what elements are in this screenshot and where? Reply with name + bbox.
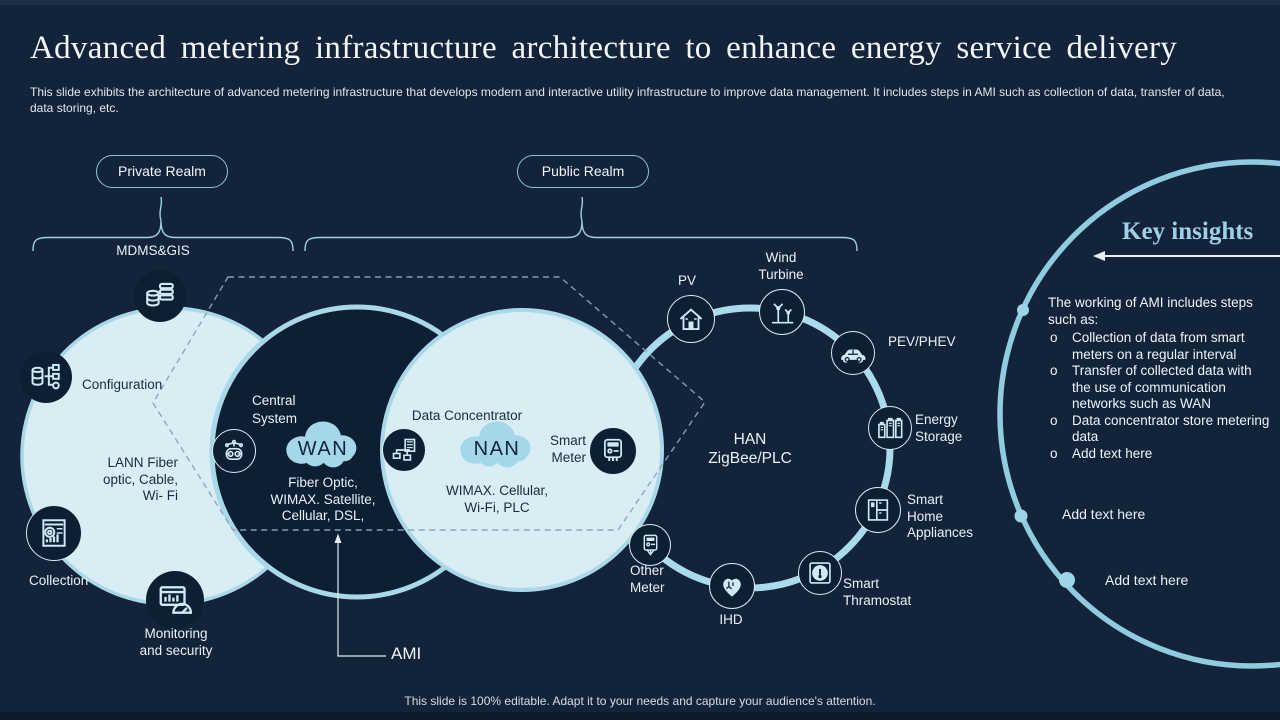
wan-tech-label: Fiber Optic, WIMAX. Satellite, Cellular,… bbox=[270, 475, 376, 523]
wind-turbine-label: Wind Turbine bbox=[758, 250, 804, 282]
insights-arrowhead bbox=[1093, 251, 1105, 261]
smart-home-appliances-icon bbox=[855, 487, 901, 533]
ami-arrowhead bbox=[334, 533, 342, 543]
central-system-icon bbox=[212, 429, 256, 473]
key-insights-title: Key insights bbox=[1122, 218, 1254, 245]
arc-node-dot bbox=[1059, 572, 1075, 588]
energy-storage-label: Energy Storage bbox=[915, 412, 963, 444]
nan-label: NAN bbox=[473, 438, 521, 460]
bullet-marker: o bbox=[1050, 412, 1058, 428]
thermostat-label: Smart Thramostat bbox=[843, 576, 912, 608]
nan-tech-label: WIMAX. Cellular, Wi-Fi, PLC bbox=[445, 483, 549, 515]
ami-label: AMI bbox=[391, 644, 422, 663]
bullet-marker: o bbox=[1050, 363, 1058, 378]
public-realm-brace bbox=[304, 196, 858, 252]
pv-icon bbox=[667, 295, 715, 343]
insights-arc bbox=[997, 159, 1280, 669]
data-concentrator-icon bbox=[382, 428, 426, 472]
other-meter-label: Other Meter bbox=[630, 563, 665, 595]
bullet-marker: o bbox=[1050, 445, 1058, 461]
ihd-label: IHD bbox=[719, 612, 743, 627]
han-label: HAN ZigBee/PLC bbox=[708, 431, 792, 467]
arc-add-text-1: Add text here bbox=[1062, 506, 1146, 522]
smart-home-label: Smart Home Appliances bbox=[907, 492, 974, 540]
pev-icon bbox=[831, 331, 875, 375]
configuration-icon bbox=[20, 351, 72, 403]
ami-connector bbox=[337, 541, 386, 657]
mdms-gis-icon bbox=[134, 270, 186, 322]
central-system-label: Central System bbox=[252, 393, 298, 426]
monitoring-label: Monitoring and security bbox=[139, 626, 213, 658]
monitoring-security-icon bbox=[146, 571, 204, 629]
collection-icon bbox=[26, 505, 82, 561]
other-meter-icon bbox=[629, 524, 671, 566]
energy-storage-icon bbox=[868, 406, 912, 450]
arc-node-dot bbox=[1017, 304, 1029, 316]
key-insights-intro: The working of AMI includes steps such a… bbox=[1048, 295, 1253, 327]
smart-meter-icon bbox=[589, 427, 637, 475]
private-realm-brace bbox=[32, 196, 294, 252]
page-title: Advanced metering infrastructure archite… bbox=[30, 30, 1178, 66]
bullet-marker: o bbox=[1050, 330, 1058, 345]
wan-cloud bbox=[286, 421, 357, 468]
page-subtitle: This slide exhibits the architecture of … bbox=[30, 85, 1225, 115]
public-realm-badge: Public Realm bbox=[517, 155, 649, 188]
pv-label: PV bbox=[677, 273, 697, 288]
bottom-edge-strip bbox=[0, 712, 1280, 720]
pev-label: PEV/PHEV bbox=[888, 334, 956, 349]
arc-add-text-2: Add text here bbox=[1105, 572, 1189, 588]
ami-boundary bbox=[152, 276, 706, 531]
nan-cloud bbox=[460, 421, 531, 468]
configuration-label: Configuration bbox=[82, 377, 163, 392]
collection-label: Collection bbox=[29, 573, 89, 588]
wind-turbine-icon bbox=[759, 289, 805, 335]
private-realm-badge: Private Realm bbox=[96, 155, 228, 188]
lan-label: LANN Fiber optic, Cable, Wi- Fi bbox=[102, 455, 178, 503]
arc-node-dot bbox=[1014, 509, 1028, 523]
smart-meter-label: Smart Meter bbox=[549, 433, 586, 465]
wan-label: WAN bbox=[297, 438, 349, 460]
ihd-icon bbox=[709, 563, 755, 609]
footer-note: This slide is 100% editable. Adapt it to… bbox=[404, 694, 876, 708]
mdms-gis-label: MDMS&GIS bbox=[116, 243, 190, 258]
top-edge-strip bbox=[0, 0, 1280, 5]
data-concentrator-label: Data Concentrator bbox=[411, 408, 523, 423]
smart-thermostat-icon bbox=[798, 551, 842, 595]
